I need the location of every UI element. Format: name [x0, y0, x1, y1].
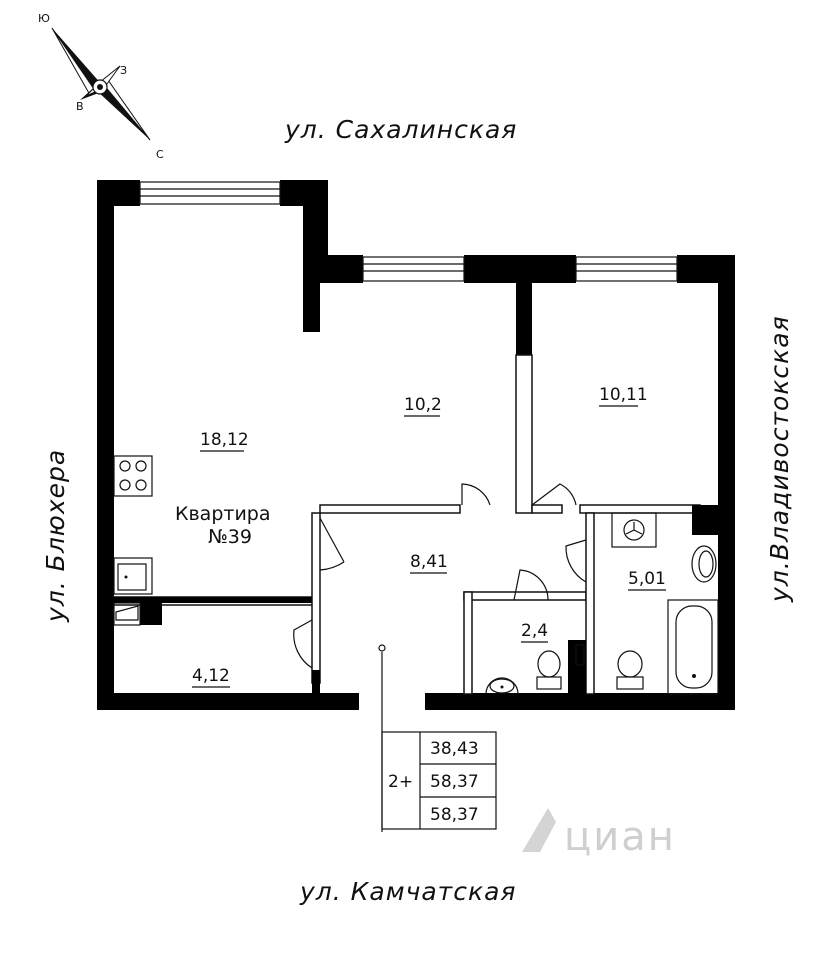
summary-total-area: 58,37	[430, 772, 479, 792]
compass-label-north: Ю	[38, 12, 50, 25]
room-area-bedroom-middle: 10,2	[404, 395, 442, 415]
compass-label-east: З	[120, 64, 127, 77]
room-area-hall: 8,41	[410, 552, 448, 572]
street-bottom: ул. Камчатская	[299, 877, 516, 906]
sink-icon	[113, 557, 153, 595]
bath-sink-icon	[691, 545, 717, 583]
washbasin-icon	[485, 677, 519, 695]
fridge-icon	[113, 602, 162, 626]
washing-machine-icon	[611, 512, 657, 548]
compass-label-west: В	[76, 100, 84, 113]
pipe-shaft-icon	[575, 644, 585, 666]
compass-label-south: С	[156, 148, 164, 161]
compass-icon: Ю З С В	[38, 12, 164, 161]
summary-living-area: 38,43	[430, 739, 479, 759]
room-area-bedroom-right: 10,11	[599, 385, 648, 405]
summary-type: 2+	[388, 772, 413, 792]
toilet-icon	[536, 650, 562, 690]
apartment-label-line2: №39	[208, 526, 252, 548]
watermark-text: циан	[564, 814, 676, 860]
street-top: ул. Сахалинская	[284, 115, 517, 144]
outer-walls	[97, 180, 735, 710]
room-area-bathroom: 5,01	[628, 569, 666, 589]
toilet-bathroom-icon	[616, 650, 644, 690]
interior-walls	[112, 283, 718, 696]
watermark: циан	[522, 808, 676, 860]
windows	[139, 181, 678, 282]
summary-table: 2+ 38,43 58,37 58,37	[381, 731, 497, 830]
room-area-loggia: 4,12	[192, 666, 230, 686]
apartment-label-line1: Квартира	[175, 503, 271, 525]
summary-total-area-2: 58,37	[430, 805, 479, 825]
room-area-toilet: 2,4	[521, 621, 548, 641]
bathtub-icon	[667, 599, 719, 695]
street-right: ул.Владивостокская	[765, 315, 794, 603]
stove-icon	[113, 455, 153, 497]
room-area-kitchen-living: 18,12	[200, 430, 249, 450]
street-left: ул. Блюхера	[41, 449, 70, 623]
doors	[293, 483, 587, 669]
